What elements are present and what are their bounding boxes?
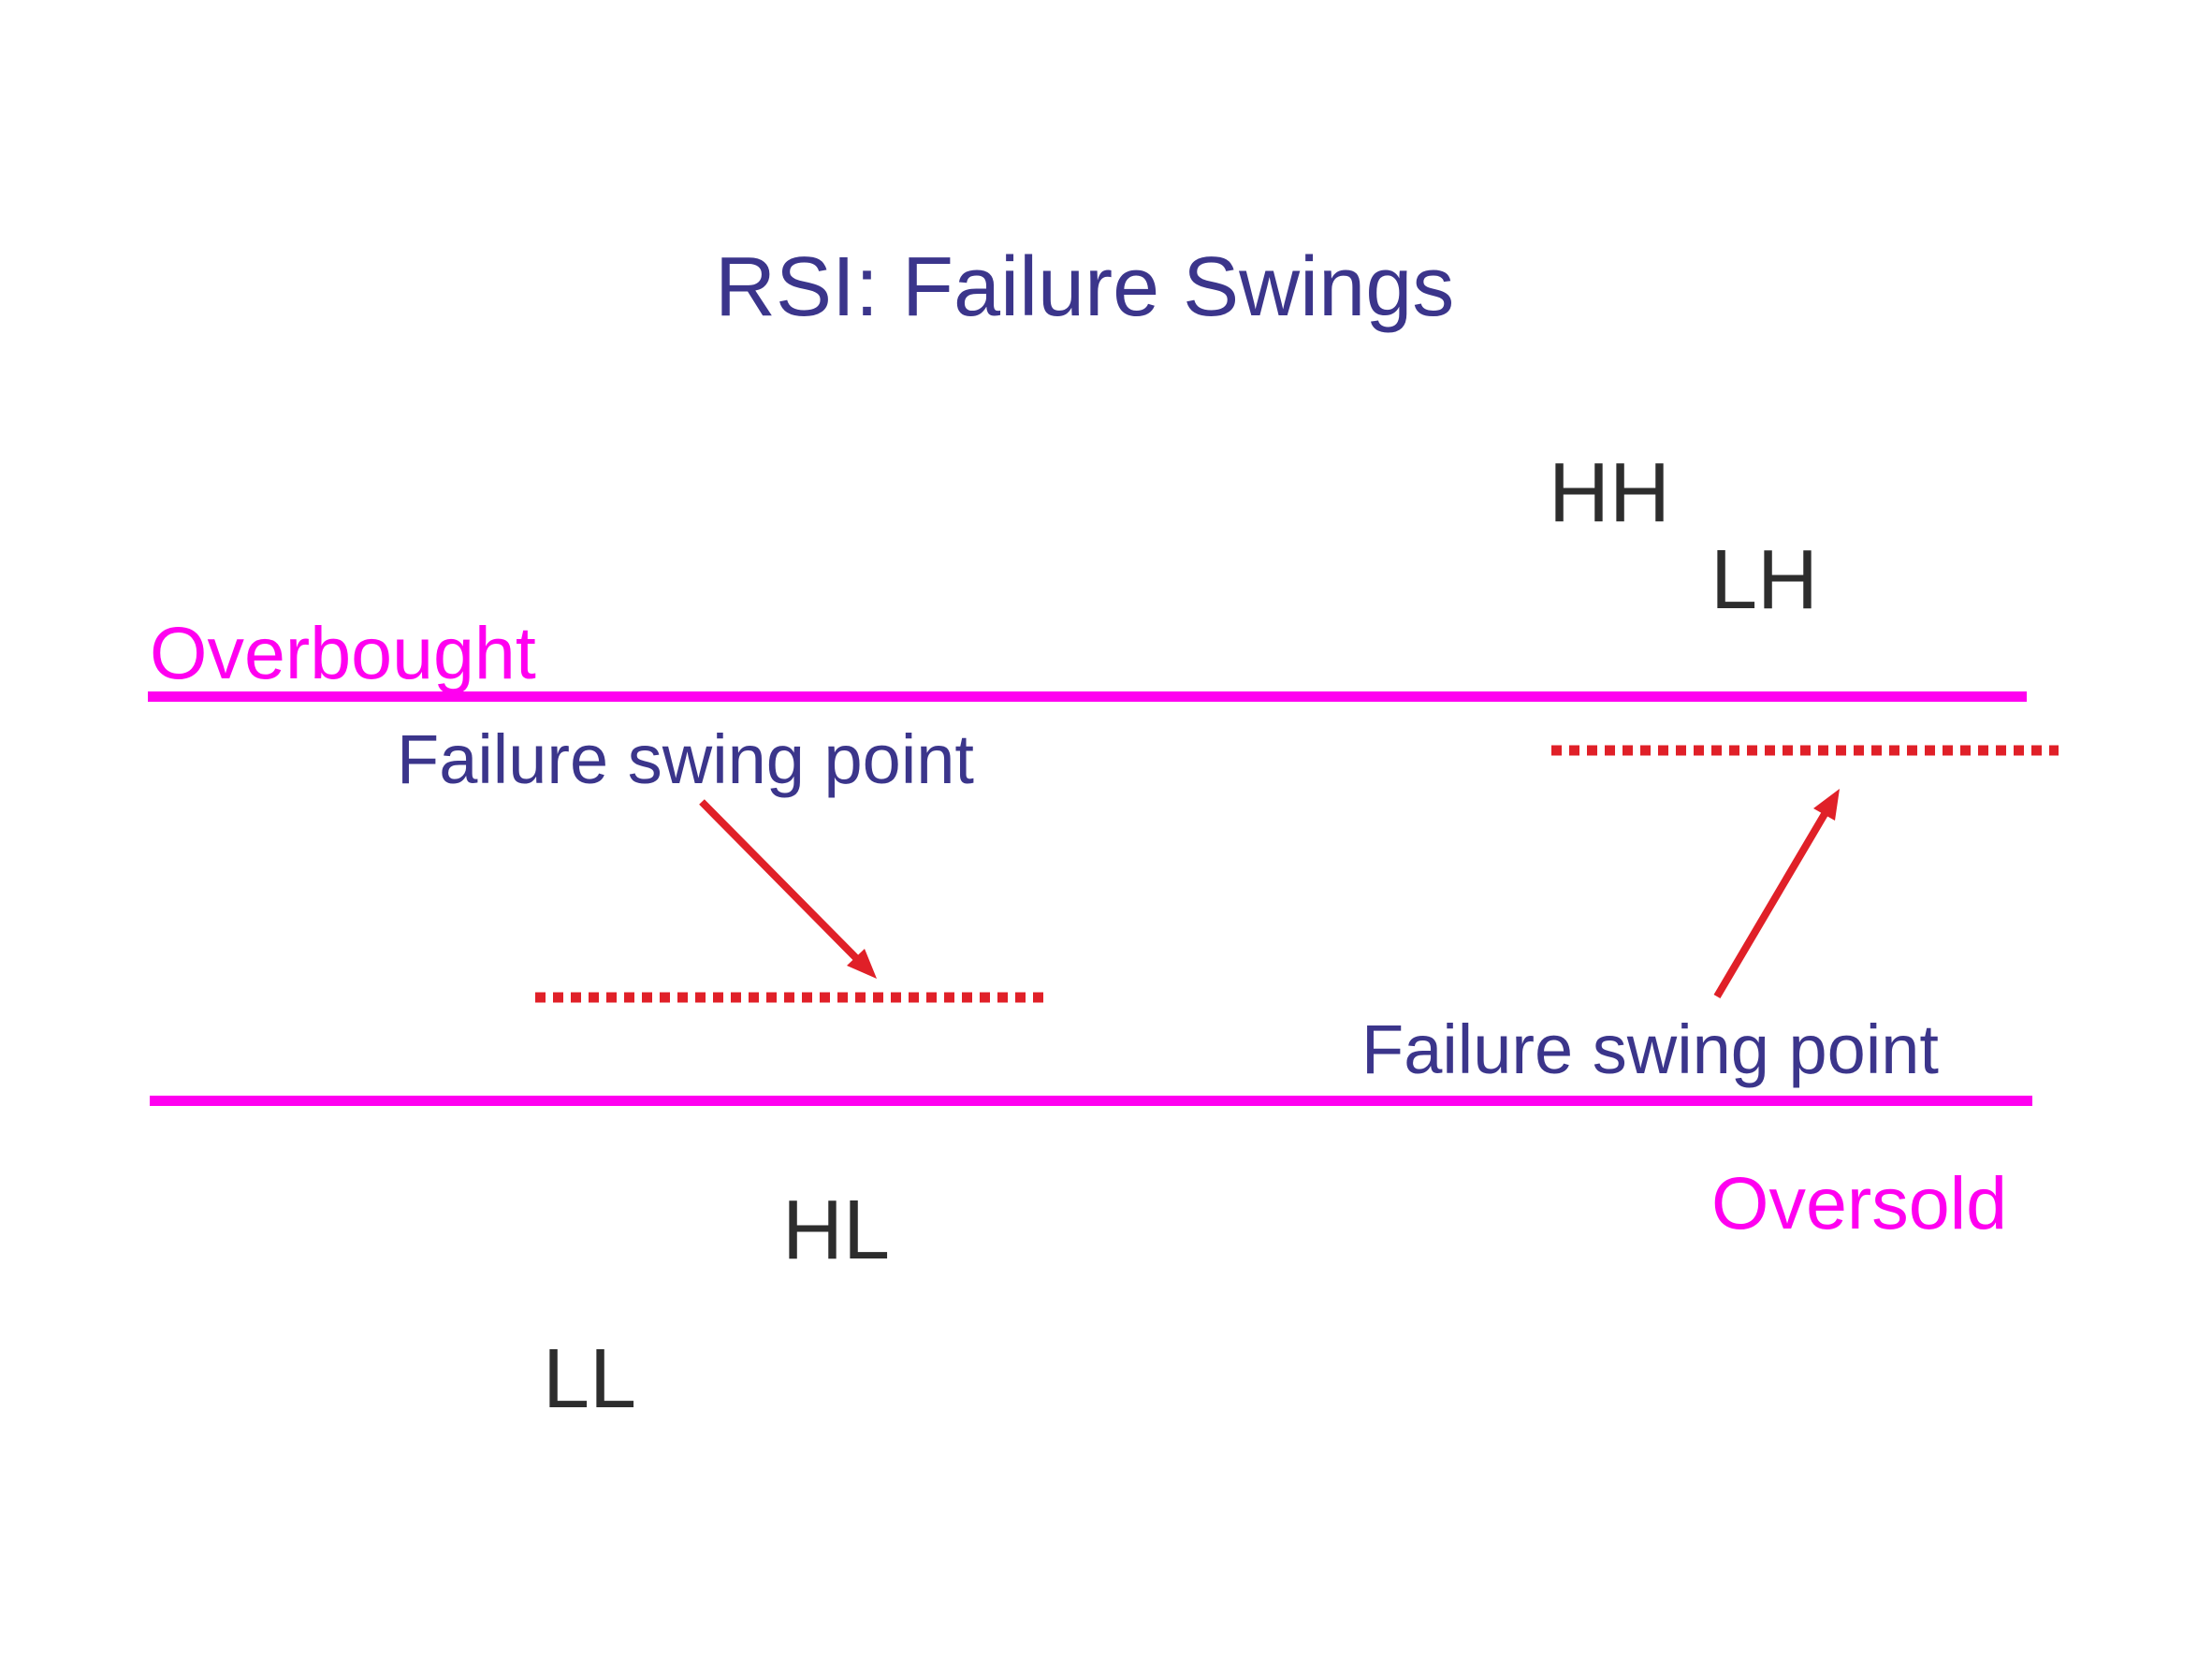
arrow-down-right-icon (699, 799, 877, 979)
higher-high-label: HH (1549, 446, 1670, 540)
arrow-up-right-icon (1713, 789, 1840, 999)
higher-low-label: HL (782, 1184, 891, 1277)
overbought-label: Overbought (150, 611, 536, 694)
overbought-line (148, 691, 2027, 702)
failure-swing-point-left-label: Failure swing point (397, 720, 974, 798)
slide-title: RSI: Failure Swings (715, 240, 1455, 334)
lower-low-label: LL (543, 1332, 637, 1426)
oversold-line (150, 1096, 2032, 1106)
oversold-label: Oversold (1711, 1161, 2008, 1244)
arrow-head-icon (847, 949, 877, 979)
arrow-shaft (699, 799, 861, 963)
lower-high-label: LH (1710, 533, 1819, 627)
arrow-shaft (1713, 811, 1828, 999)
arrow-head-icon (1813, 789, 1840, 821)
failure-swing-point-right-label: Failure swing point (1361, 1011, 1939, 1088)
